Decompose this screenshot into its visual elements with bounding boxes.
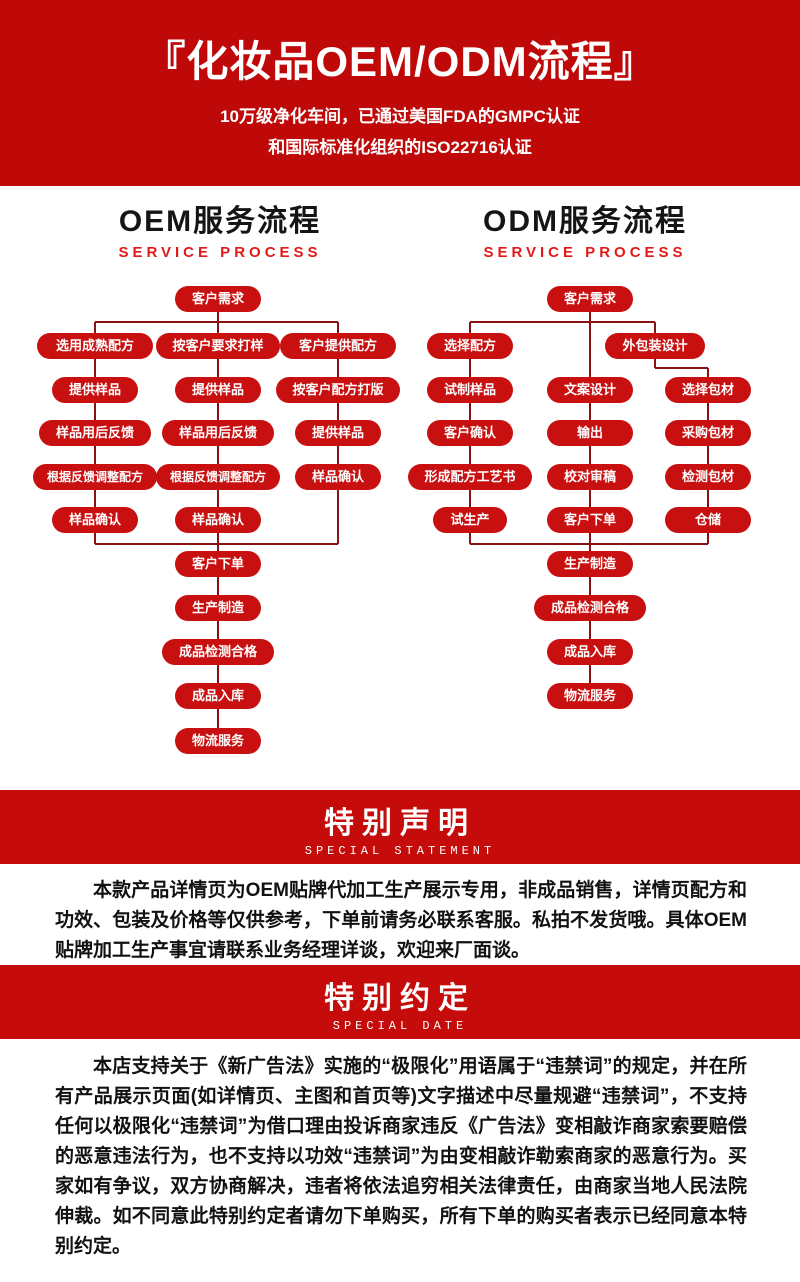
hero-subtitle-line1: 10万级净化车间，已通过美国FDA的GMPC认证 [220, 107, 580, 126]
flow-node: 文案设计 [547, 377, 633, 403]
flow-node: 校对审稿 [547, 464, 633, 490]
flow-node: 样品确认 [295, 464, 381, 490]
oem-subtitle: SERVICE PROCESS [118, 244, 322, 261]
flow-node: 试制样品 [427, 377, 513, 403]
flow-node: 客户下单 [547, 507, 633, 533]
flow-node: 根据反馈调整配方 [33, 464, 157, 490]
agreement-title: 特别约定 [324, 982, 476, 1015]
flow-node: 成品入库 [175, 683, 261, 709]
oem-title: OEM服务流程 [118, 205, 322, 238]
page-title: 『化妆品OEM/ODM流程』 [143, 38, 657, 85]
flow-node: 检测包材 [665, 464, 751, 490]
statement-subtitle: SPECIAL STATEMENT [304, 844, 496, 858]
flow-node: 客户下单 [175, 551, 261, 577]
flow-node: 试生产 [433, 507, 507, 533]
flow-node: 成品入库 [547, 639, 633, 665]
hero-subtitle: 10万级净化车间，已通过美国FDA的GMPC认证 和国际标准化组织的ISO227… [0, 101, 800, 164]
flow-node: 提供样品 [52, 377, 138, 403]
flow-node: 生产制造 [547, 551, 633, 577]
odm-section-header: ODM服务流程 SERVICE PROCESS [425, 196, 745, 261]
flow-node: 形成配方工艺书 [408, 464, 532, 490]
oem-section-header: OEM服务流程 SERVICE PROCESS [60, 196, 380, 261]
flow-node: 成品检测合格 [534, 595, 646, 621]
flow-node: 采购包材 [665, 420, 751, 446]
hero-header: 『化妆品OEM/ODM流程』 10万级净化车间，已通过美国FDA的GMPC认证 … [0, 0, 800, 186]
oem-node-start: 客户需求 [175, 286, 261, 312]
flow-node: 选用成熟配方 [37, 333, 153, 359]
flow-node: 选择配方 [427, 333, 513, 359]
agreement-subtitle: SPECIAL DATE [332, 1019, 468, 1033]
flow-node: 客户确认 [427, 420, 513, 446]
odm-title: ODM服务流程 [483, 205, 687, 238]
flow-node: 物流服务 [547, 683, 633, 709]
flow-node: 客户提供配方 [280, 333, 396, 359]
flow-node: 物流服务 [175, 728, 261, 754]
flow-node: 提供样品 [295, 420, 381, 446]
flow-node: 输出 [547, 420, 633, 446]
flow-node: 提供样品 [175, 377, 261, 403]
flow-node: 按客户要求打样 [156, 333, 280, 359]
flow-node: 根据反馈调整配方 [156, 464, 280, 490]
agreement-body: 本店支持关于《新广告法》实施的“极限化”用语属于“违禁词”的规定，并在所有产品展… [55, 1056, 747, 1258]
flow-node: 样品用后反馈 [162, 420, 274, 446]
flow-node: 样品用后反馈 [39, 420, 151, 446]
odm-subtitle: SERVICE PROCESS [483, 244, 687, 261]
flow-node: 外包装设计 [605, 333, 705, 359]
statement-body: 本款产品详情页为OEM贴牌代加工生产展示专用，非成品销售，详情页配方和功效、包装… [55, 880, 747, 962]
flow-node: 按客户配方打版 [276, 377, 400, 403]
flow-node: 成品检测合格 [162, 639, 274, 665]
flow-node: 仓储 [665, 507, 751, 533]
hero-subtitle-line2: 和国际标准化组织的ISO22716认证 [268, 138, 532, 158]
statement-title: 特别声明 [324, 807, 476, 840]
statement-banner: 特别声明 SPECIAL STATEMENT [0, 790, 800, 864]
flow-node: 生产制造 [175, 595, 261, 621]
flowchart-connectors [94, 312, 709, 728]
flow-node: 样品确认 [52, 507, 138, 533]
agreement-banner: 特别约定 SPECIAL DATE [0, 965, 800, 1039]
flow-node: 样品确认 [175, 507, 261, 533]
flow-node: 选择包材 [665, 377, 751, 403]
odm-node-start: 客户需求 [547, 286, 633, 312]
